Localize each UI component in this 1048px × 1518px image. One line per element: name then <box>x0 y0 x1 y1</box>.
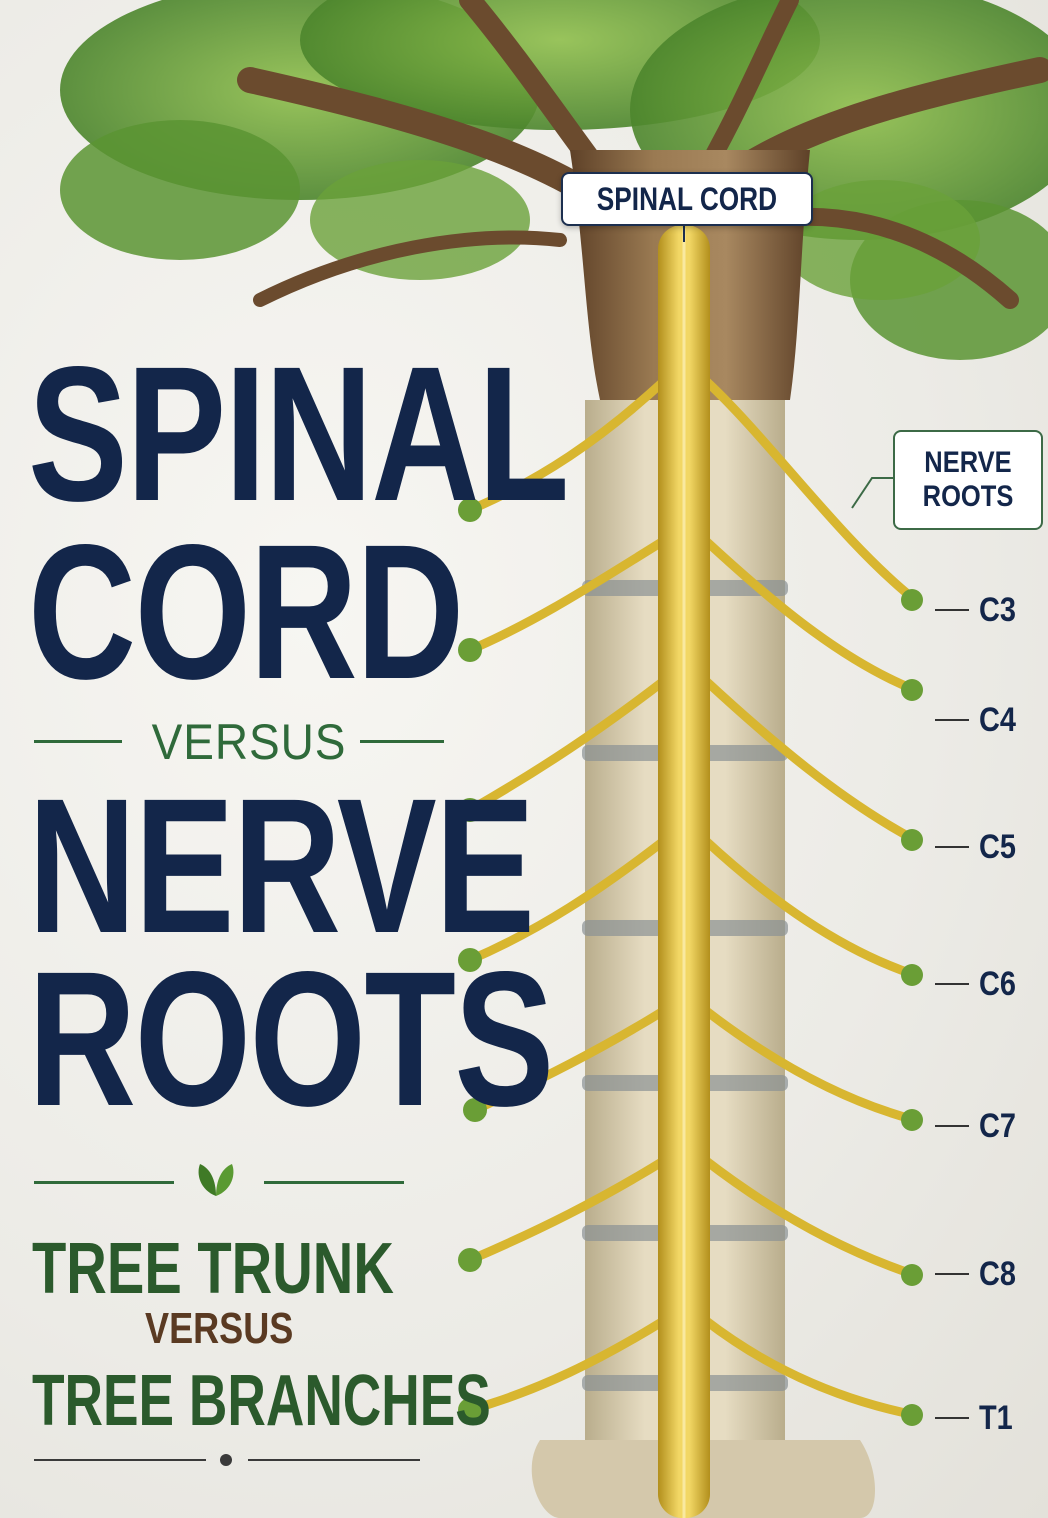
divider-line-right <box>248 1459 420 1461</box>
title-versus: VERSUS <box>151 714 347 770</box>
divider-line-left <box>34 1181 174 1184</box>
level-tick <box>935 1417 969 1419</box>
divider-line-left <box>34 740 122 743</box>
level-tick <box>935 846 969 848</box>
level-label: C6 <box>979 965 1016 1003</box>
spinal-cord-callout: SPINAL CORD <box>561 172 813 226</box>
level-label: C8 <box>979 1255 1016 1293</box>
level-label: C4 <box>979 701 1016 739</box>
level-label: T1 <box>979 1399 1013 1437</box>
title-cord: CORD <box>28 504 464 719</box>
divider-dot <box>220 1454 232 1466</box>
level-label: C3 <box>979 591 1016 629</box>
level-label: C7 <box>979 1107 1016 1145</box>
nerve-roots-label-line2: ROOTS <box>922 480 1014 513</box>
nerve-roots-left <box>465 375 670 1415</box>
level-tick <box>935 719 969 721</box>
level-tick <box>935 1125 969 1127</box>
subtitle-versus: VERSUS <box>145 1304 294 1353</box>
title-nerve: NERVE <box>28 758 535 973</box>
divider-line-left <box>34 1459 206 1461</box>
nerve-roots-label-line1: NERVE <box>924 446 1012 479</box>
divider-line-right <box>264 1181 404 1184</box>
subtitle-tree-branches: TREE BRANCHES <box>32 1361 491 1441</box>
leaf-icon <box>198 1164 234 1196</box>
level-tick <box>935 983 969 985</box>
nerve-tip-leaves <box>458 498 923 1426</box>
spinal-cord-label: SPINAL CORD <box>596 181 778 217</box>
nerve-roots-callout: NERVE ROOTS <box>893 430 1043 530</box>
level-label: C5 <box>979 828 1016 866</box>
subtitle-tree-trunk: TREE TRUNK <box>32 1229 394 1309</box>
level-tick <box>935 1273 969 1275</box>
title-versus-divider: VERSUS <box>34 713 444 770</box>
leaf-divider <box>34 1160 404 1200</box>
title-spinal: SPINAL <box>28 326 569 541</box>
bottom-divider <box>34 1450 420 1470</box>
nerve-roots-pointer <box>851 477 893 509</box>
divider-line-right <box>360 740 444 743</box>
level-tick <box>935 609 969 611</box>
nerve-roots-right <box>700 375 920 1420</box>
title-roots: ROOTS <box>28 931 554 1146</box>
